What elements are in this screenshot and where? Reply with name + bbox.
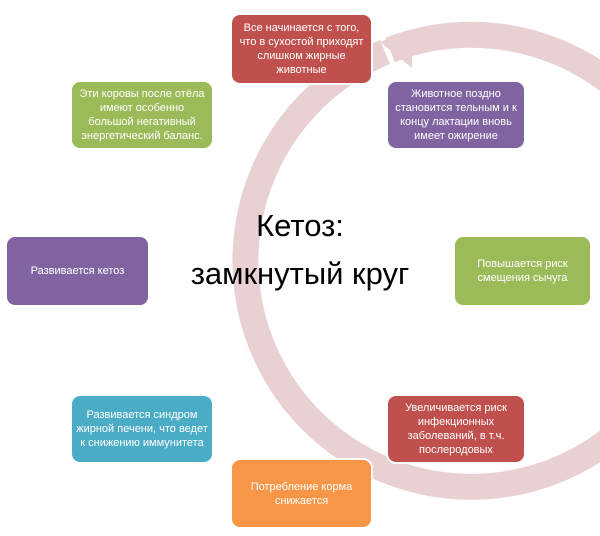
step-text: Эти коровы после отёла имеют особенно бо… [79, 88, 205, 142]
cycle-arrow-head [380, 30, 412, 68]
step-text: Все начинается с того, что в сухостой пр… [239, 22, 364, 76]
step-text: Увеличивается риск инфекционных заболева… [405, 402, 507, 456]
step-text: Развивается синдром жирной печени, что в… [76, 409, 208, 449]
step-box-4: Увеличивается риск инфекционных заболева… [388, 396, 524, 462]
step-text: Животное поздно становится тельным и к к… [395, 88, 517, 142]
step-box-8: Эти коровы после отёла имеют особенно бо… [72, 82, 212, 148]
diagram-title-line2: замкнутый круг [190, 256, 410, 291]
step-text: Повышается риск смещения сычуга [477, 258, 568, 284]
diagram-title-line1: Кетоз: [256, 208, 344, 243]
step-box-3: Повышается риск смещения сычуга [455, 237, 590, 305]
step-box-2: Животное поздно становится тельным и к к… [388, 82, 524, 148]
cycle-arrow-ring [232, 21, 600, 500]
step-text: Потребление корма снижается [250, 480, 353, 507]
step-box-5: Потребление корма снижается [232, 460, 371, 527]
step-box-1: Все начинается с того, что в сухостой пр… [232, 15, 371, 83]
step-box-7: Развивается кетоз [7, 237, 148, 305]
step-box-6: Развивается синдром жирной печени, что в… [72, 396, 212, 462]
step-text: Развивается кетоз [30, 265, 125, 277]
